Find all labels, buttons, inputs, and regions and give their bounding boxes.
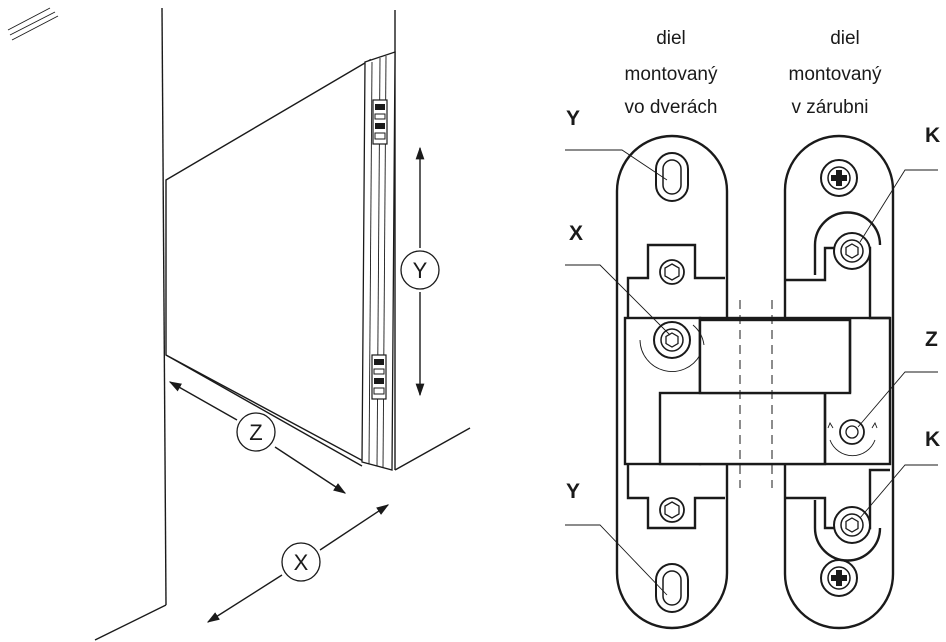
label-k-top: K: [925, 124, 940, 147]
leader-z: [857, 371, 938, 428]
wall-hatch: [7, 7, 59, 41]
x-arrow-left: [206, 574, 283, 623]
z-dimension-circle: [236, 412, 276, 452]
door-part-caption-line2: montovaný: [625, 64, 718, 85]
frame-top-phillips-screw: [820, 159, 858, 197]
door-leaf: [165, 58, 371, 464]
leader-k-top: [859, 169, 938, 243]
z-arrow-back: [168, 381, 238, 421]
wall-vertical-edge: [161, 7, 167, 606]
leader-k-bottom: [859, 464, 938, 519]
hinge-detail-view: diel montovaný vo dverách diel montovaný…: [565, 28, 940, 630]
frame-bottom-phillips-screw: [820, 559, 858, 597]
frame-part-caption-line3: v zárubni: [791, 97, 868, 118]
door-part-caption-line3: vo dverách: [625, 97, 718, 118]
k-lower-screw: [813, 500, 882, 562]
upper-hinge: [372, 99, 388, 145]
label-y-top: Y: [566, 107, 580, 130]
x-dimension-label: X: [294, 550, 309, 575]
x-dimension-circle: [281, 542, 321, 582]
door-isometric-view: Y Z X: [7, 7, 471, 641]
y-dimension-circle: [400, 250, 440, 290]
leader-y-bottom: [565, 524, 668, 596]
x-arrow-right: [319, 504, 390, 551]
lower-link-arm: [658, 391, 827, 466]
lower-hinge: [371, 354, 387, 400]
label-k-bottom: K: [925, 428, 940, 451]
z-arrow-forward: [274, 446, 347, 494]
door-body-lower-step: [626, 465, 725, 530]
label-y-bottom: Y: [566, 480, 580, 503]
door-body-upper-step: [626, 243, 725, 320]
k-upper-screw: [813, 211, 882, 275]
floor-wall-junction: [165, 354, 363, 467]
floor-edge-right: [394, 427, 471, 471]
upper-link-arm: [698, 318, 852, 395]
leader-y-top: [565, 149, 668, 181]
y-dimension-label: Y: [413, 258, 428, 283]
door-lower-hex-screw: [659, 497, 685, 523]
floor-edge-left: [94, 604, 167, 641]
x-adjustment-screw: [639, 321, 705, 372]
label-x: X: [569, 222, 583, 245]
frame-part-caption-line2: montovaný: [789, 64, 882, 85]
leader-x: [565, 264, 671, 336]
door-part-caption-line1: diel: [656, 28, 686, 49]
frame-part-caption-line1: diel: [830, 28, 860, 49]
z-adjustment-screw: [827, 419, 878, 457]
label-z: Z: [925, 328, 938, 351]
z-dimension-label: Z: [249, 420, 262, 445]
door-upper-hex-screw: [659, 259, 685, 285]
